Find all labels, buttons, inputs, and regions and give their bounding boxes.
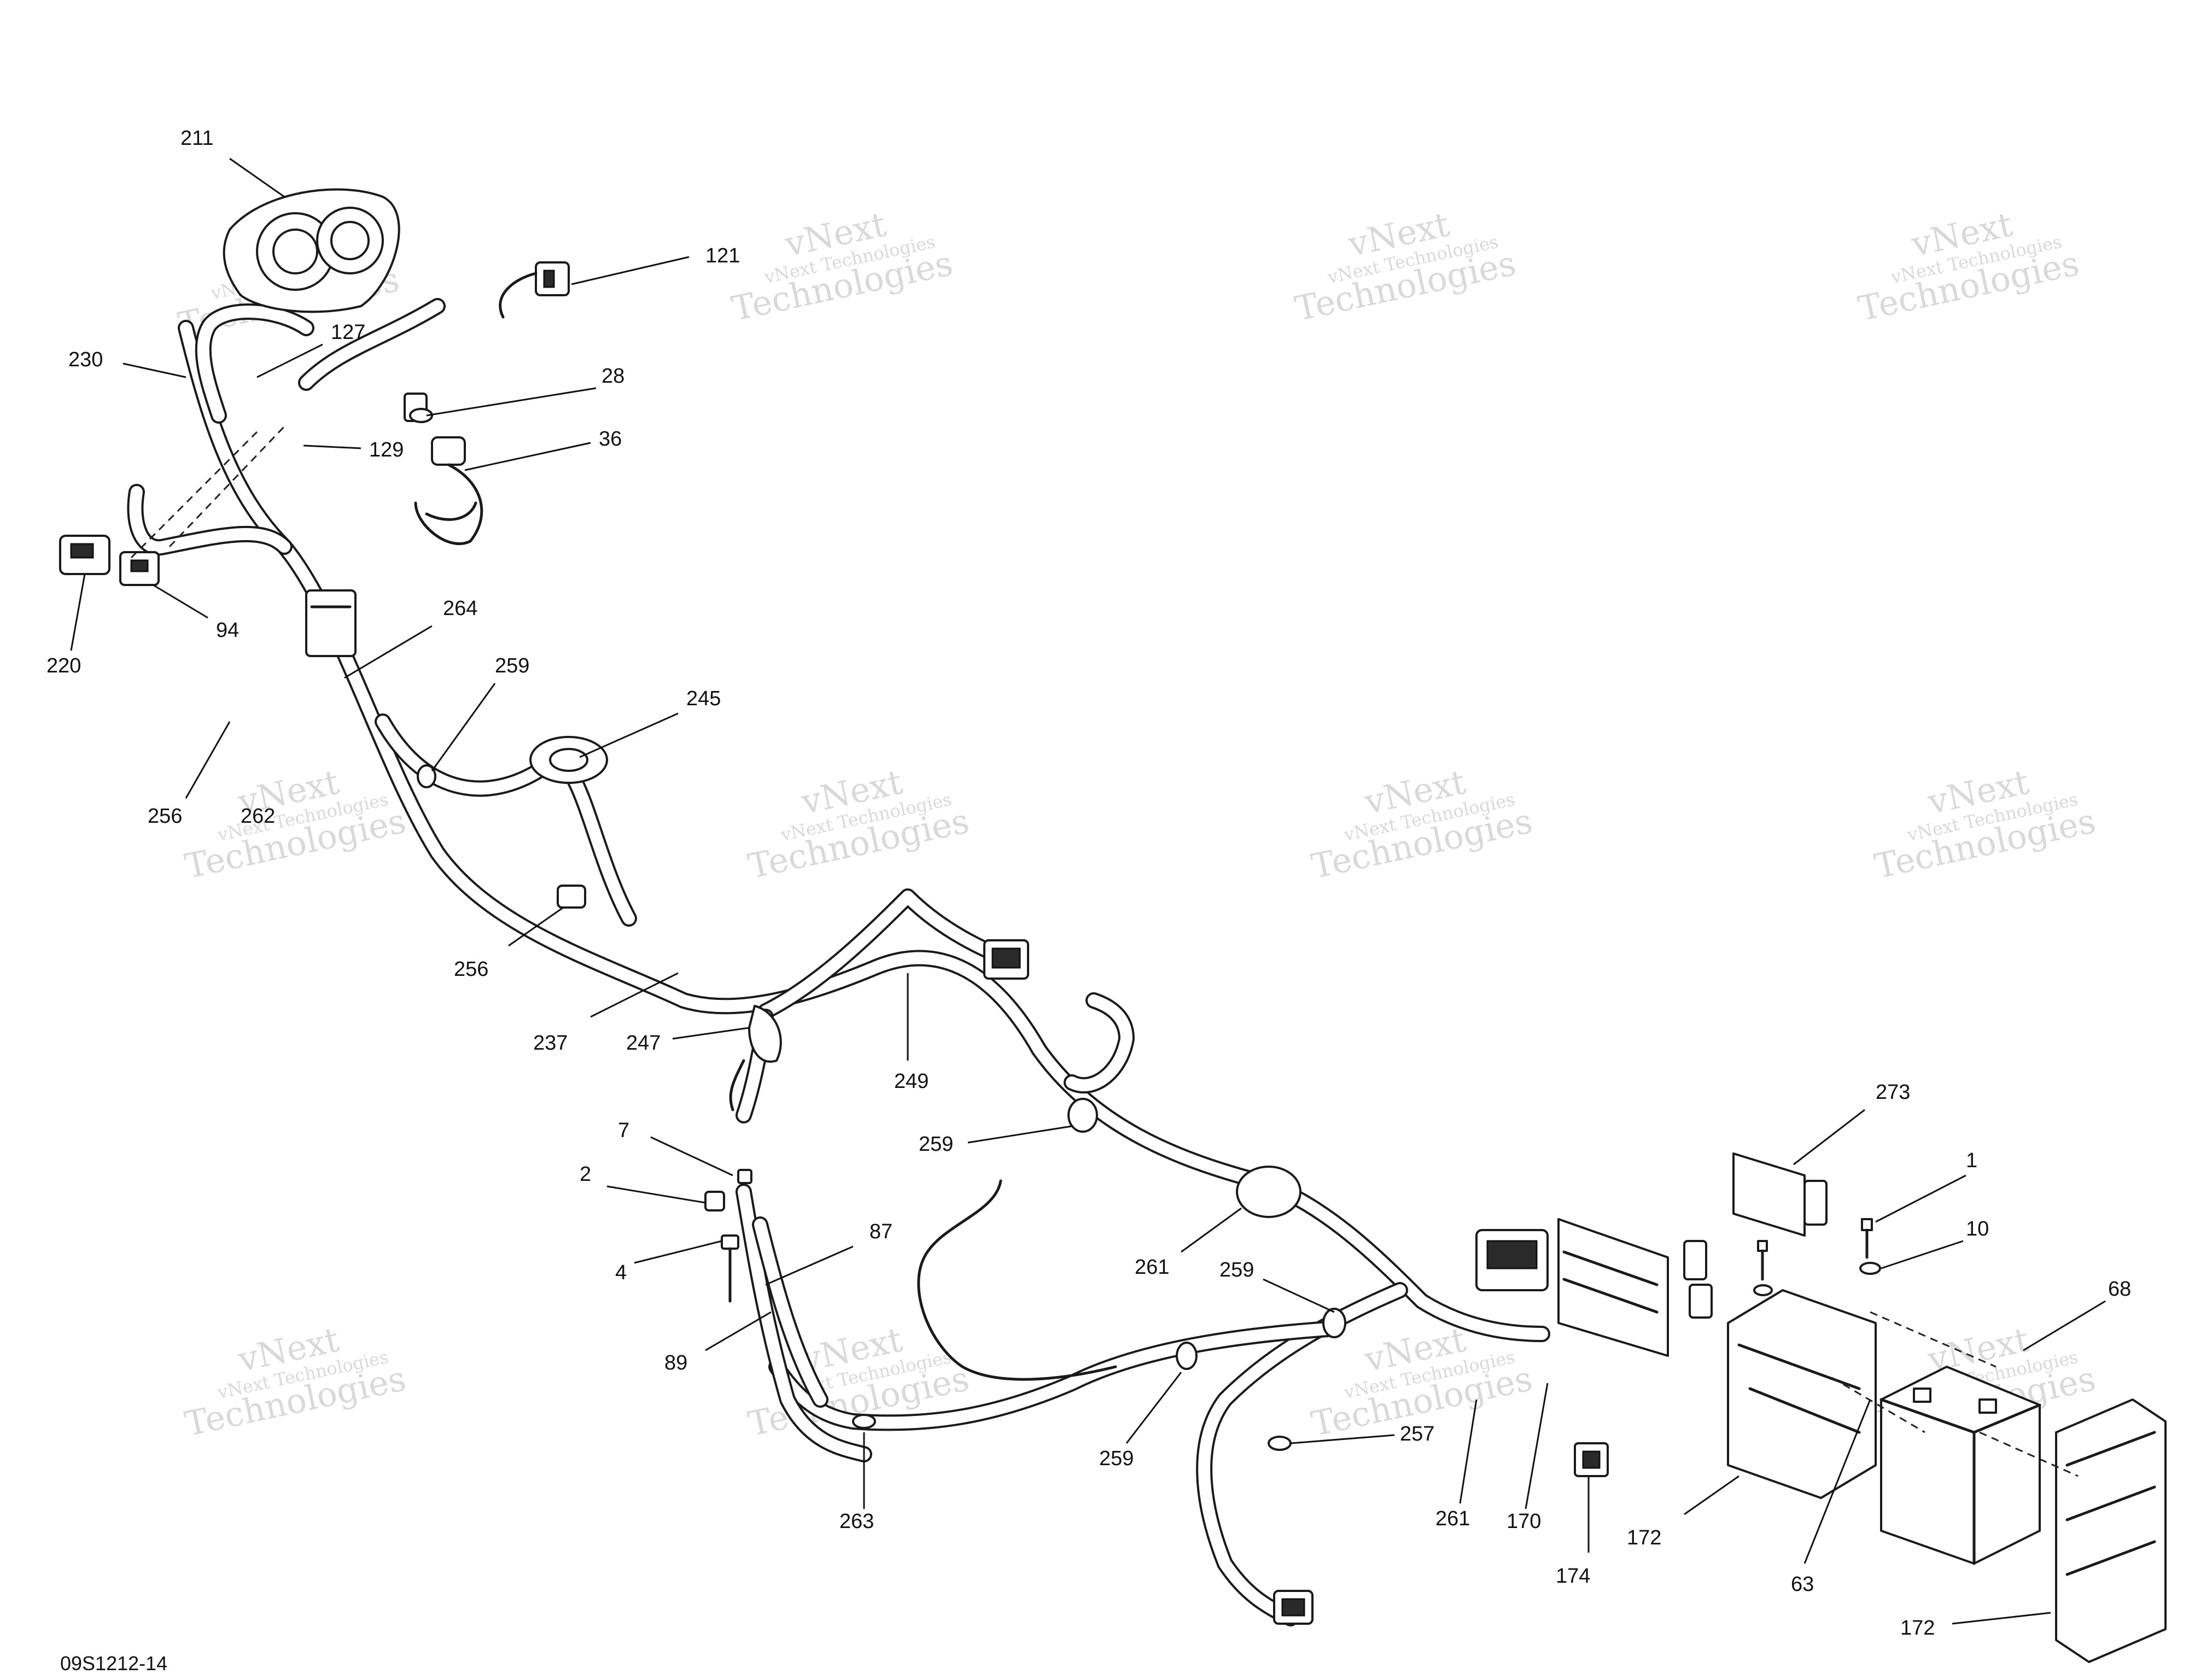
callout-4: 4: [615, 1261, 627, 1284]
leader-lines: [70, 157, 2106, 1625]
callout-211: 211: [180, 127, 214, 150]
callout-170: 170: [1507, 1510, 1541, 1533]
tie-257: [1268, 1436, 1292, 1451]
callout-63: 63: [1791, 1573, 1814, 1596]
battery-cover-172: [2055, 1398, 2167, 1663]
washer-10: [1859, 1262, 1881, 1275]
callout-87: 87: [869, 1220, 892, 1243]
connector-249: [983, 939, 1029, 980]
callout-89: 89: [664, 1351, 687, 1374]
screw-2: [704, 1191, 725, 1211]
callout-121: 121: [705, 244, 740, 267]
callout-263: 263: [839, 1510, 874, 1533]
clamp-256: [557, 885, 586, 909]
callout-247: 247: [626, 1032, 661, 1055]
callout-1: 1: [1966, 1149, 1977, 1172]
document-id: 09S1212-14: [60, 1652, 167, 1675]
nut-7: [737, 1169, 752, 1184]
callout-262: 262: [241, 805, 275, 828]
callout-127: 127: [331, 321, 365, 344]
bolt-tray: [1753, 1240, 1773, 1296]
boot-247: [729, 1005, 782, 1111]
callout-256: 256: [454, 958, 488, 981]
relay-264: [305, 589, 357, 657]
battery-68: [1879, 1366, 2041, 1565]
callout-230: 230: [68, 348, 103, 371]
callout-172: 172: [1900, 1617, 1935, 1640]
callout-259: 259: [919, 1133, 953, 1156]
callout-28: 28: [602, 365, 624, 388]
bolt-4: [721, 1234, 739, 1303]
callout-245: 245: [686, 687, 721, 710]
switch-28: [404, 393, 433, 423]
callout-264: 264: [443, 597, 477, 620]
callout-68: 68: [2108, 1278, 2131, 1301]
watermark-layer: vNext vNext Technologies Technologies vN…: [175, 204, 2099, 1444]
callout-220: 220: [46, 654, 81, 677]
clip-259-d: [417, 764, 436, 788]
callout-249: 249: [894, 1070, 929, 1093]
module-273: [1732, 1152, 1828, 1237]
callout-259: 259: [1219, 1258, 1254, 1281]
tie-263: [852, 1414, 876, 1429]
connector-bottom: [1273, 1590, 1314, 1625]
callout-261: 261: [1435, 1507, 1470, 1530]
fuse-box-170: [1475, 1218, 1713, 1357]
tether-cord-36: [414, 436, 483, 546]
callout-94: 94: [216, 619, 239, 642]
watermark-9: vNext vNext Technologies Technologies: [182, 1319, 410, 1444]
callout-2: 2: [580, 1163, 591, 1186]
switch-94: [119, 551, 160, 586]
watermark-5: vNext vNext Technologies Technologies: [182, 762, 410, 886]
components: [59, 188, 2167, 1663]
callout-7: 7: [618, 1119, 629, 1142]
watermark-8: vNext vNext Technologies Technologies: [1871, 762, 2099, 886]
relay-174: [1574, 1442, 1609, 1477]
clip-259-c: [1176, 1342, 1198, 1370]
callout-labels: 211 121 127 230 28 36 129 94 220 264 259…: [46, 127, 2131, 1640]
grommet-261: [1236, 1166, 1301, 1218]
watermark-3: vNext vNext Technologies Technologies: [1292, 204, 1520, 329]
watermark-7: vNext vNext Technologies Technologies: [1308, 762, 1536, 886]
switch-121: [499, 261, 570, 319]
clip-259-b: [1322, 1308, 1346, 1338]
watermark-6: vNext vNext Technologies Technologies: [745, 762, 973, 886]
callout-174: 174: [1556, 1565, 1590, 1588]
callout-259: 259: [495, 654, 529, 677]
callout-259: 259: [1099, 1447, 1134, 1470]
bolt-1: [1861, 1218, 1873, 1259]
callout-36: 36: [599, 428, 622, 450]
callout-172: 172: [1627, 1526, 1661, 1549]
callout-237: 237: [533, 1032, 568, 1055]
switch-220: [59, 535, 110, 575]
grommet-245: [529, 736, 608, 784]
clip-259-a: [1067, 1098, 1098, 1133]
callout-10: 10: [1966, 1217, 1989, 1240]
watermark-4: vNext vNext Technologies Technologies: [1855, 204, 2083, 329]
callout-257: 257: [1400, 1423, 1434, 1445]
watermark-2: vNext vNext Technologies Technologies: [728, 204, 956, 329]
instrument-cluster: [223, 188, 400, 313]
callout-261: 261: [1135, 1256, 1169, 1279]
callout-273: 273: [1876, 1081, 1910, 1104]
battery-tray-172: [1727, 1289, 1877, 1499]
callout-129: 129: [369, 438, 404, 461]
callout-256: 256: [148, 805, 182, 828]
